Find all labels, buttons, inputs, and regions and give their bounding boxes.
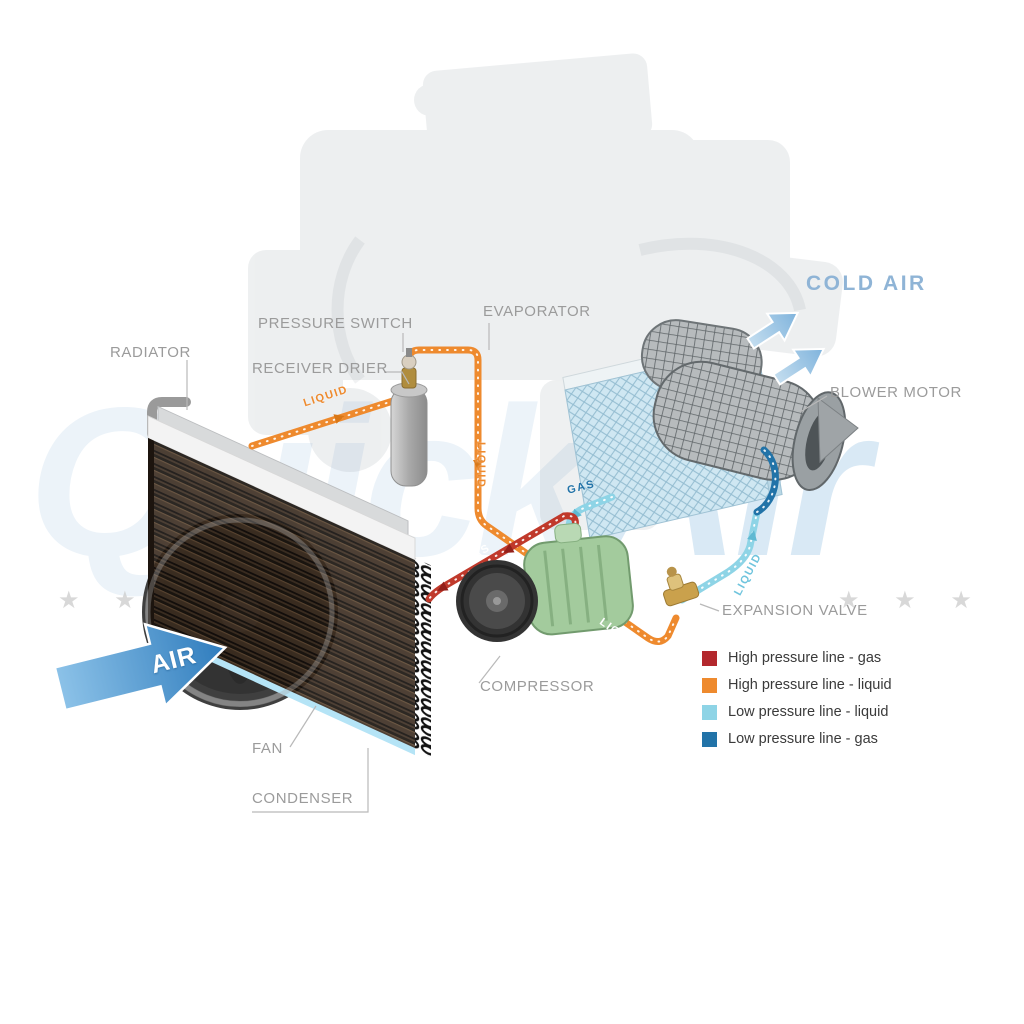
leader-lines	[186, 323, 828, 813]
low-pressure-liquid-pipe	[678, 508, 761, 604]
label-evaporator: EVAPORATOR	[483, 303, 591, 320]
legend-item: Low pressure line - liquid	[702, 704, 892, 720]
blower-motor	[640, 319, 859, 492]
engine-hoses	[331, 236, 806, 384]
legend-item: High pressure line - gas	[702, 650, 892, 666]
legend-item: Low pressure line - gas	[702, 731, 892, 747]
label-compressor: COMPRESSOR	[480, 678, 595, 695]
pressure-switch	[401, 348, 417, 389]
label-radiator: RADIATOR	[110, 344, 191, 361]
label-fan: FAN	[252, 740, 283, 757]
legend-swatch-high-pressure-liquid	[702, 677, 717, 693]
label-blower-motor: BLOWER MOTOR	[830, 384, 962, 401]
star-icon: ★ ★ ★	[838, 587, 986, 614]
compressor	[456, 522, 634, 642]
cold-air-arrows	[746, 311, 826, 386]
blower-outlet-cone	[817, 396, 859, 464]
legend-item: High pressure line - liquid	[702, 677, 892, 693]
low-pressure-gas-pipe	[753, 446, 779, 516]
label-expansion-valve: EXPANSION VALVE	[722, 602, 868, 619]
label-condenser: CONDENSER	[252, 790, 354, 807]
legend-label: Low pressure line - gas	[728, 731, 878, 747]
radiator-inlet	[147, 397, 191, 439]
legend-swatch-high-pressure-gas	[702, 650, 717, 666]
condenser-coil-ends	[415, 558, 431, 758]
receiver-drier	[390, 348, 428, 487]
label-receiver-drier: RECEIVER DRIER	[252, 360, 388, 377]
fan-shroud-ring	[145, 517, 335, 707]
legend-label: High pressure line - gas	[728, 650, 882, 666]
legend-label: High pressure line - liquid	[728, 677, 892, 693]
cold-air-arrow-icon	[746, 311, 800, 350]
label-pressure-switch: PRESSURE SWITCH	[258, 315, 413, 332]
legend-swatch-low-pressure-gas	[702, 731, 717, 747]
label-cold-air: COLD AIR	[806, 272, 927, 295]
air-arrow-icon	[53, 622, 228, 712]
cold-air-arrow-icon	[772, 347, 826, 386]
expansion-valve	[663, 566, 700, 607]
pipe-label-liquid: LIQUID	[475, 442, 487, 489]
condenser	[147, 405, 431, 758]
legend: High pressure line - gas High pressure l…	[702, 650, 892, 758]
legend-label: Low pressure line - liquid	[728, 704, 889, 720]
legend-swatch-low-pressure-liquid	[702, 704, 717, 720]
